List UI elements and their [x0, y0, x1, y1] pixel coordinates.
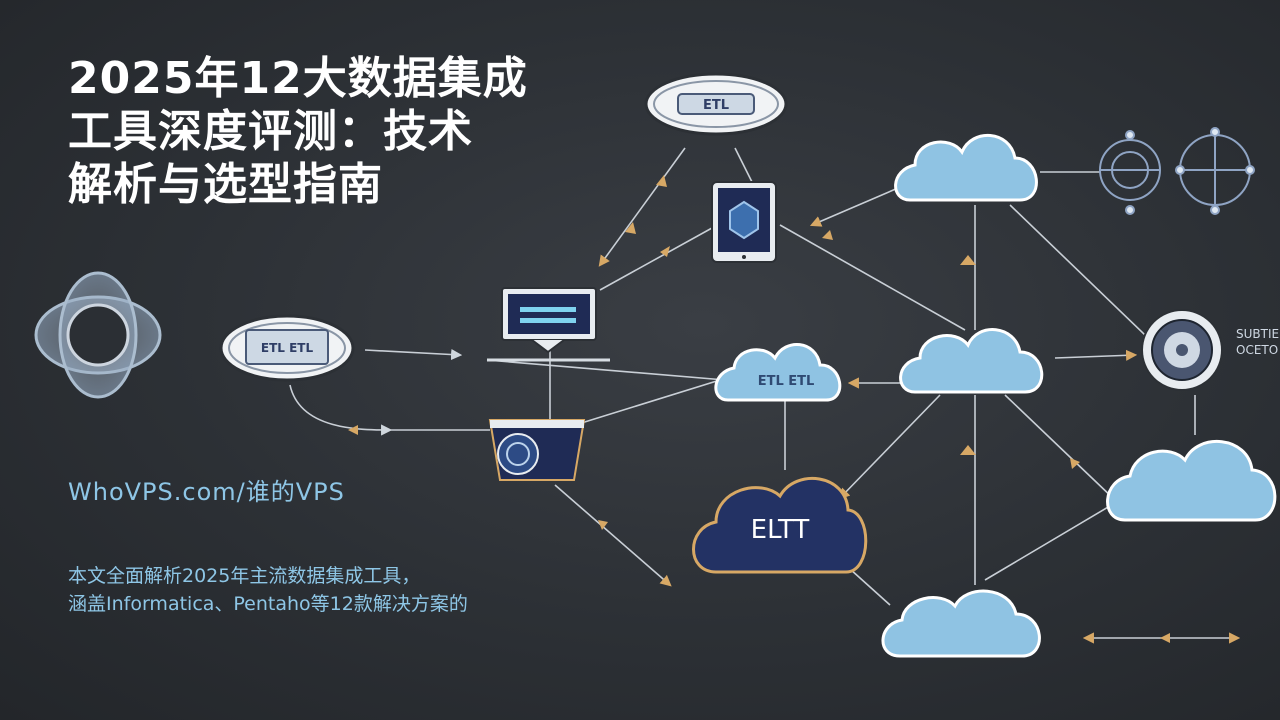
tablet-icon — [711, 181, 777, 263]
dial-icon — [1141, 309, 1223, 391]
cloud-eltt: ELTT — [692, 477, 868, 574]
summary-line-1: 本文全面解析2025年主流数据集成工具， — [68, 565, 421, 587]
badge-left-label: ETL ETL — [261, 341, 314, 355]
network-nodes-icon — [1099, 127, 1255, 215]
right-label-1: SUBTIE — [1236, 327, 1279, 341]
cloud-bottom — [881, 589, 1041, 658]
badge-top: ETL — [644, 72, 788, 136]
server-box-icon — [488, 419, 586, 481]
connector-lines — [289, 147, 1241, 644]
page-title: 2025年12大数据集成 工具深度评测：技术 解析与选型指南 — [68, 52, 588, 211]
title-line-2: 工具深度评测：技术 — [68, 106, 473, 157]
cloud-middle-label: ETL ETL — [758, 374, 815, 389]
cloud-right — [1106, 439, 1277, 522]
cloud-top — [894, 134, 1038, 202]
badge-top-label: ETL — [703, 98, 729, 113]
title-line-1: 2025年12大数据集成 — [68, 53, 528, 104]
badge-left: ETL ETL — [219, 314, 355, 382]
cloud-eltt-label: ELTT — [751, 515, 810, 545]
summary-text: 本文全面解析2025年主流数据集成工具， 涵盖Informatica、Penta… — [68, 562, 628, 618]
title-line-3: 解析与选型指南 — [68, 159, 383, 210]
cloud-center — [899, 328, 1044, 394]
monitor-icon — [487, 287, 610, 362]
integration-knot-icon — [34, 271, 162, 399]
site-link[interactable]: WhoVPS.com/谁的VPS — [68, 478, 345, 506]
flow-arrowheads — [348, 175, 1170, 643]
summary-line-2: 涵盖Informatica、Pentaho等12款解决方案的 — [68, 593, 468, 615]
cloud-middle: ETL ETL — [714, 342, 842, 402]
right-label-2: OCETO — [1236, 343, 1278, 357]
